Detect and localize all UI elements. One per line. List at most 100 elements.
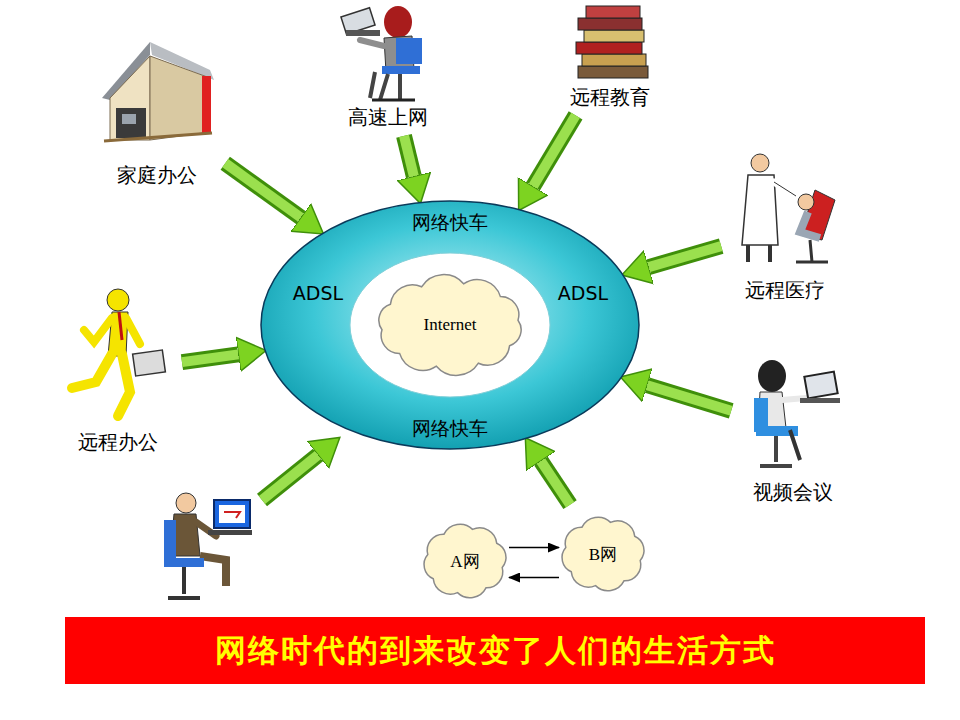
web-user-icon-part	[384, 6, 412, 38]
doctor-icon-part	[748, 245, 770, 262]
cloud-label: Internet	[424, 315, 477, 335]
runner-icon-part	[72, 354, 112, 388]
runner-icon	[72, 289, 165, 416]
arrow-body	[647, 385, 731, 411]
text-slot: 网络快车	[412, 210, 488, 234]
doctor-icon	[742, 154, 835, 262]
office-worker-icon-part	[168, 567, 200, 598]
web-user-icon-part	[346, 30, 380, 36]
web-user-icon-part	[370, 72, 400, 100]
arrow-outline	[647, 385, 731, 411]
network-cloud: B网	[553, 508, 653, 600]
arrow-body	[541, 461, 570, 505]
service-label: 远程教育	[570, 84, 650, 110]
text-slot: ADSL	[558, 281, 608, 305]
doctor-icon-part	[774, 182, 796, 196]
office-worker-icon-part	[164, 520, 176, 560]
video-meeting-icon	[754, 360, 840, 466]
arrow-connector	[404, 136, 414, 176]
arrow-body	[649, 246, 721, 267]
web-user-icon-part	[382, 66, 420, 74]
house-icon-part	[150, 56, 210, 140]
house-icon	[102, 42, 214, 141]
ring-label: ADSL	[558, 282, 608, 304]
arrow-body	[404, 136, 414, 176]
office-worker-icon-part	[208, 530, 252, 535]
books-icon-part	[582, 54, 646, 66]
office-worker-icon-part	[262, 455, 318, 500]
books-icon-part	[578, 66, 648, 78]
cloud-label: A网	[450, 550, 479, 573]
service-node: 远程办公	[58, 285, 178, 457]
arrow-outline	[533, 115, 576, 186]
arrow-outline	[649, 246, 721, 267]
runner-icon-part	[133, 350, 166, 376]
office-worker-icon-part	[214, 500, 250, 528]
thin-arrow	[509, 577, 559, 579]
arrow-connector	[509, 577, 559, 578]
office-worker-icon-part	[176, 493, 196, 513]
video-meeting-icon-part	[790, 430, 800, 460]
ring-label: ADSL	[293, 282, 343, 304]
service-node: 远程教育	[555, 4, 665, 112]
ring-label: 网络快车	[412, 211, 488, 233]
books-icon-part	[578, 18, 642, 30]
service-label: 高速上网	[348, 104, 428, 130]
caption-banner: 网络时代的到来改变了人们的生活方式	[65, 617, 925, 684]
service-node: 高速上网	[330, 4, 445, 132]
caption-text: 网络时代的到来改变了人们的生活方式	[215, 630, 776, 672]
adsl-ring: 网络快车 ADSL ADSL 网络快车 Internet	[260, 200, 640, 450]
arrow-connector	[533, 115, 576, 186]
arrow-outline	[182, 354, 238, 362]
office-worker-icon-part	[164, 558, 204, 567]
service-node: 视频会议	[735, 352, 850, 507]
office-worker-icon-part	[262, 455, 318, 500]
arrow-connector	[541, 461, 570, 505]
network-cloud: Internet	[360, 265, 540, 385]
runner-icon-part	[84, 318, 112, 342]
video-meeting-icon-part	[758, 360, 786, 392]
cloud-outline	[379, 275, 521, 376]
arrow-body	[225, 163, 301, 217]
arrow-connector	[509, 547, 559, 548]
doctor-icon-part	[742, 175, 778, 245]
house-icon-part	[110, 56, 150, 140]
doctor-icon-part	[798, 194, 814, 210]
doctor-icon-part	[751, 154, 769, 172]
service-label: 视频会议	[753, 479, 833, 505]
arrow-connector	[182, 354, 238, 362]
arrow-body	[533, 115, 576, 186]
books-icon-part	[586, 6, 640, 18]
network-cloud: A网	[415, 515, 515, 607]
doctor-icon-part	[796, 240, 828, 262]
arrow-outline	[225, 163, 301, 217]
outer-ellipse	[261, 201, 639, 449]
books-icon	[576, 6, 648, 78]
ring-label: 网络快车	[412, 417, 488, 439]
inner-ellipse	[350, 253, 550, 397]
runner-icon-part	[126, 318, 140, 344]
runner-icon-part	[107, 289, 129, 311]
arrow-outline	[404, 136, 414, 176]
web-user-icon-part	[360, 40, 384, 46]
arrow-connector	[225, 163, 301, 217]
web-user-icon	[341, 6, 422, 100]
office-worker-icon-part	[219, 505, 245, 523]
text-slot: 网络快车	[412, 416, 488, 440]
web-user-icon-part	[396, 38, 422, 64]
text-slot: ADSL	[293, 281, 343, 305]
cloud-outline	[424, 524, 506, 597]
video-meeting-icon-part	[804, 372, 837, 399]
doctor-icon-part	[774, 182, 796, 196]
office-worker-icon	[164, 455, 318, 598]
arrow-connector	[647, 385, 731, 411]
books-icon-part	[584, 30, 644, 42]
web-user-icon-part	[372, 99, 415, 102]
arrow-body	[182, 354, 238, 362]
service-label: 家庭办公	[117, 162, 197, 188]
house-icon-part	[202, 76, 211, 134]
house-icon-part	[104, 133, 212, 141]
runner-icon-part	[118, 354, 130, 416]
